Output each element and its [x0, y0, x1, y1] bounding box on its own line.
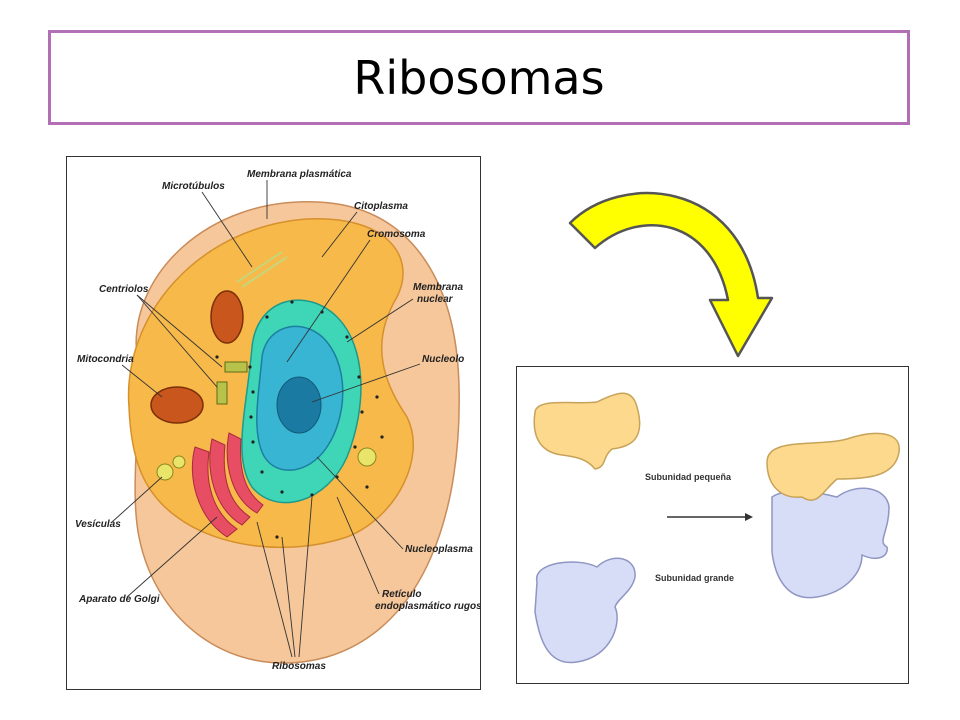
slide-title: Ribosomas	[353, 50, 605, 105]
mitochondrion-2	[210, 290, 244, 344]
assembly-arrow-head	[745, 513, 753, 521]
large-subunit-assembled	[771, 487, 890, 599]
cell-diagram-panel: Microtúbulos Membrana plasmática Citopla…	[66, 156, 488, 690]
label-subunidad-pequena: Subunidad pequeña	[645, 472, 732, 482]
large-subunit-left	[534, 557, 636, 664]
label-subunidad-grande: Subunidad grande	[655, 573, 734, 583]
cell-diagram: Microtúbulos Membrana plasmática Citopla…	[75, 169, 488, 672]
label-cromosoma: Cromosoma	[367, 229, 426, 240]
label-nucleoplasma: Nucleoplasma	[405, 544, 473, 555]
centrioles	[216, 361, 248, 405]
label-citoplasma: Citoplasma	[354, 201, 408, 212]
label-aparato-golgi: Aparato de Golgi	[78, 594, 160, 605]
ribosome-diagram: Subunidad pequeña Subunidad grande	[533, 392, 900, 664]
mitochondrion-1	[150, 386, 204, 424]
small-subunit-assembled	[766, 432, 900, 501]
vesicles	[156, 447, 377, 481]
golgi-apparatus	[191, 432, 264, 538]
label-vesiculas: Vesículas	[75, 519, 121, 530]
nucleolus	[276, 376, 322, 434]
title-box: Ribosomas	[48, 30, 910, 125]
ribosome-diagram-panel: Subunidad pequeña Subunidad grande	[516, 366, 909, 684]
label-centriolos: Centriolos	[99, 284, 149, 295]
label-membrana-nuclear-1: Membrana	[413, 282, 463, 293]
ribosome-dots	[215, 300, 384, 539]
microtubules	[236, 251, 288, 288]
curved-arrow-icon	[568, 191, 774, 358]
label-nucleolo: Nucleolo	[422, 354, 464, 365]
small-subunit-left	[533, 392, 641, 470]
label-membrana-nuclear-2: nuclear	[417, 294, 454, 305]
label-reticulo-1: Retículo	[382, 589, 421, 600]
label-reticulo-2: endoplasmático rugoso	[375, 601, 480, 612]
label-microtubulos: Microtúbulos	[162, 181, 225, 192]
label-ribosomas: Ribosomas	[272, 661, 326, 672]
label-membrana-plasmatica: Membrana plasmática	[247, 169, 352, 180]
label-mitocondria: Mitocondria	[77, 354, 134, 365]
